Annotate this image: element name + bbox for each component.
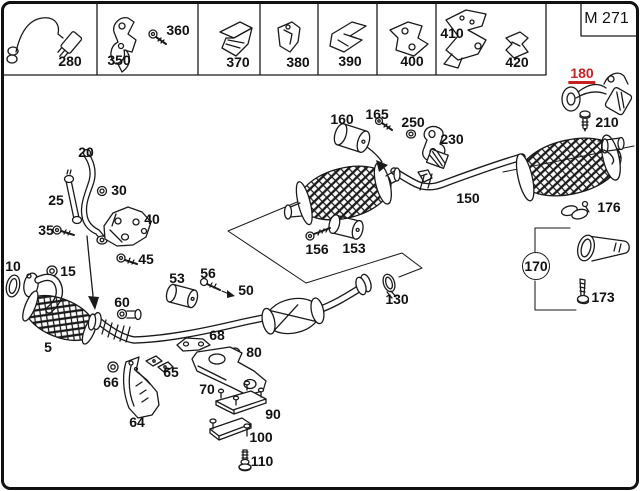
callout-150[interactable]: 150 <box>456 190 480 206</box>
header-grid <box>1 2 638 76</box>
callout-400[interactable]: 400 <box>400 53 424 69</box>
drawing-front-pipe-50 <box>96 273 372 344</box>
callout-380[interactable]: 380 <box>286 54 310 70</box>
callout-53[interactable]: 53 <box>169 270 185 286</box>
callout-130[interactable]: 130 <box>385 291 409 307</box>
drawing-tailpipe-tip-170 <box>576 234 630 262</box>
rear-muffler-seam <box>502 145 635 173</box>
drawing-bracket-390 <box>329 21 367 53</box>
callout-110[interactable]: 110 <box>250 453 274 469</box>
drawing-bolt-110 <box>238 449 252 472</box>
callout-68[interactable]: 68 <box>209 327 225 343</box>
callout-30[interactable]: 30 <box>111 182 127 198</box>
drawing-nut-15 <box>46 265 58 277</box>
drawing-strap-68 <box>176 337 211 352</box>
model-code-label: M 271 <box>584 10 629 27</box>
drawing-bolt-173 <box>576 278 590 305</box>
drawing-nut-80 <box>229 347 241 359</box>
drawing-catalytic-converter-5 <box>22 272 102 345</box>
callout-180[interactable]: 180 <box>568 65 597 84</box>
callout-70[interactable]: 70 <box>199 381 215 397</box>
drawing-bolt-210 <box>579 110 591 132</box>
callout-66[interactable]: 66 <box>103 374 119 390</box>
drawing-fitting-60 <box>116 308 142 321</box>
callout-56[interactable]: 56 <box>200 265 216 281</box>
callout-160[interactable]: 160 <box>330 111 354 127</box>
drawing-damper-153 <box>328 214 364 240</box>
drawing-link-rod-25 <box>63 169 83 225</box>
callout-60[interactable]: 60 <box>114 294 130 310</box>
callout-5[interactable]: 5 <box>44 339 52 355</box>
callout-210[interactable]: 210 <box>595 114 619 130</box>
callout-10[interactable]: 10 <box>5 258 21 274</box>
drawing-heat-shield-64 <box>122 356 160 419</box>
drawing-clamp-176 <box>560 200 590 220</box>
drawing-nut-30 <box>96 185 108 197</box>
drawing-bolt-56 <box>199 277 235 298</box>
callout-230[interactable]: 230 <box>440 131 464 147</box>
callout-65[interactable]: 65 <box>163 364 179 380</box>
callout-280[interactable]: 280 <box>58 53 82 69</box>
callout-25[interactable]: 25 <box>48 192 64 208</box>
drawing-plate-90 <box>215 380 267 415</box>
callout-35[interactable]: 35 <box>38 222 54 238</box>
drawing-damper-53 <box>165 283 199 309</box>
callout-370[interactable]: 370 <box>226 54 250 70</box>
callout-80[interactable]: 80 <box>246 344 262 360</box>
drawing-bracket-400 <box>389 21 429 57</box>
callout-176[interactable]: 176 <box>597 199 621 215</box>
drawing-nut-250 <box>405 129 417 139</box>
drawing-clip-370 <box>219 21 253 57</box>
callout-100[interactable]: 100 <box>249 429 273 445</box>
drawing-bolt-156 <box>305 227 331 241</box>
callout-390[interactable]: 390 <box>338 53 362 69</box>
callout-156[interactable]: 156 <box>305 241 329 257</box>
callout-15[interactable]: 15 <box>60 263 76 279</box>
callout-50[interactable]: 50 <box>238 282 254 298</box>
drawing-center-muffler <box>283 162 401 226</box>
drawing-bar-100 <box>209 417 252 441</box>
drawing-clamp-380 <box>277 21 301 53</box>
callout-250[interactable]: 250 <box>401 114 425 130</box>
drawing-bolt-35 <box>52 225 75 236</box>
drawing-bracket-20 <box>80 148 108 245</box>
drawing-nut-66 <box>107 361 119 373</box>
callout-153[interactable]: 153 <box>342 240 366 256</box>
callout-350[interactable]: 350 <box>107 52 131 68</box>
callout-420[interactable]: 420 <box>505 54 529 70</box>
callout-20[interactable]: 20 <box>78 144 94 160</box>
drawing-rear-pipe-150 <box>390 153 526 191</box>
callout-64[interactable]: 64 <box>129 414 145 430</box>
callout-90[interactable]: 90 <box>265 406 281 422</box>
callout-170[interactable]: 170 <box>522 252 550 280</box>
callout-360[interactable]: 360 <box>166 22 190 38</box>
drawing-gasket-10 <box>5 274 21 298</box>
drawing-bolt-45 <box>116 253 138 265</box>
arrow-converter <box>86 235 99 310</box>
callout-165[interactable]: 165 <box>365 106 389 122</box>
drawing-rear-muffler <box>515 134 625 202</box>
arrow-160 <box>366 146 388 172</box>
callout-173[interactable]: 173 <box>591 289 615 305</box>
callout-40[interactable]: 40 <box>144 211 160 227</box>
drawing-screw-360 <box>148 29 167 45</box>
callout-410[interactable]: 410 <box>440 25 464 41</box>
callout-45[interactable]: 45 <box>138 251 154 267</box>
